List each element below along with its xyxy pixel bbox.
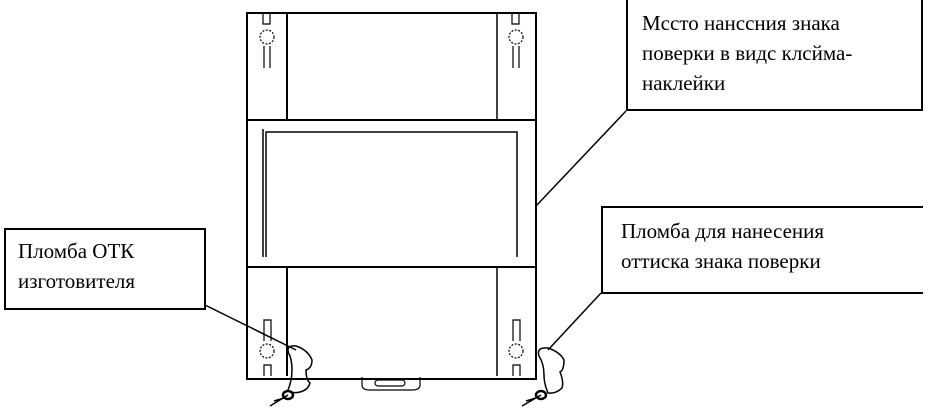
- leader-verification-mark-place: [535, 110, 627, 207]
- leader-otk-seal: [204, 304, 297, 351]
- display-window: [262, 129, 518, 257]
- din-rail-latch: [361, 377, 421, 391]
- verification-seal-wire: [521, 347, 565, 407]
- callout-text: Мссто нанссния знака поверки в видс клсй…: [642, 11, 853, 95]
- callout-verification-mark-place: Мссто нанссния знака поверки в видс клсй…: [626, 0, 923, 111]
- mount-slot-top-left: [259, 13, 275, 68]
- callout-otk-seal: Пломба ОТК изготовителя: [4, 228, 206, 310]
- leader-verification-seal: [547, 292, 602, 351]
- otk-seal-wire: [269, 345, 313, 407]
- callout-verification-seal: Пломба для нанесения оттиска знака повер…: [601, 206, 923, 294]
- mount-slot-top-right: [508, 13, 524, 68]
- callout-text: Пломба ОТК изготовителя: [18, 239, 136, 293]
- device-body: [246, 12, 537, 380]
- mount-slot-bottom-left: [259, 319, 275, 376]
- callout-text: Пломба для нанесения оттиска знака повер…: [621, 219, 825, 273]
- mount-slot-bottom-right: [508, 319, 524, 376]
